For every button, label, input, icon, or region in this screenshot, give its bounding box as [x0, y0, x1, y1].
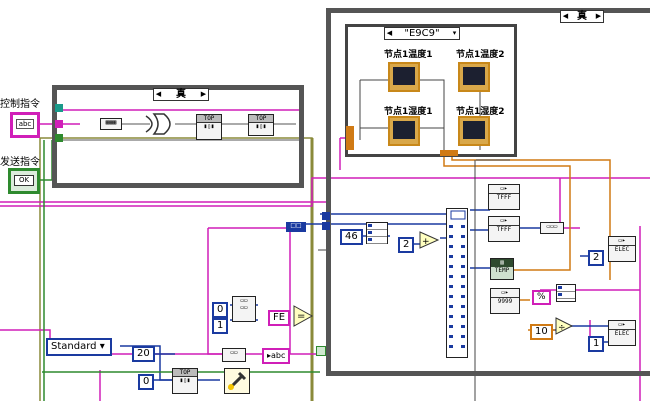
dropdown-arrow-icon[interactable]: ▾ — [452, 29, 457, 37]
build-array-node[interactable] — [366, 222, 388, 244]
format-node-2-text: TFFF — [496, 226, 512, 233]
array-index-node[interactable]: □□ — [286, 222, 306, 232]
inner-case-selector[interactable]: ◀ "E9C9" ▾ — [384, 27, 460, 40]
chart-label-bl: 节点1湿度1 — [384, 107, 433, 117]
error-handler-icon[interactable] — [224, 368, 250, 394]
chart-label-tr: 节点1温度2 — [456, 50, 505, 60]
control-command-label: 控制指令 — [0, 99, 40, 110]
waveform-chart-bl[interactable] — [388, 116, 420, 146]
bottom-tunnels — [440, 150, 458, 156]
format-node-1-text: TFFF — [496, 194, 512, 201]
const-20[interactable]: 20 — [132, 346, 155, 362]
right-case-value: 真 — [577, 11, 587, 22]
bool-tunnel — [316, 346, 326, 356]
divide-node-icon[interactable]: ÷ — [554, 316, 574, 336]
prev-case-icon[interactable]: ◀ — [155, 90, 162, 98]
string-indicator: ▸abc — [262, 348, 291, 364]
dropdown-arrow-icon[interactable]: ▾ — [99, 341, 105, 352]
format-node-3-text: 9999 — [497, 298, 513, 305]
tunnel-1 — [55, 104, 63, 112]
const-fe[interactable]: FE — [268, 310, 291, 326]
standard-enum-value: Standard — [51, 341, 97, 352]
build-array-node-2[interactable] — [556, 284, 576, 302]
orange-tunnels — [346, 126, 354, 150]
string-to-bytes-node[interactable]: ▦▦▦ — [100, 118, 122, 130]
left-case-structure[interactable] — [52, 85, 304, 188]
next-case-icon[interactable]: ▶ — [200, 90, 207, 98]
bitwise-gate-icon[interactable] — [142, 110, 178, 138]
index-array-node[interactable] — [446, 208, 468, 358]
add-node-icon[interactable]: + — [418, 230, 440, 250]
const-percent[interactable]: % — [532, 290, 551, 305]
format-node-1[interactable]: ▭▸TFFF — [488, 184, 520, 210]
tunnel-2 — [55, 120, 63, 128]
prev-case-icon[interactable]: ◀ — [562, 12, 569, 20]
split-string-node[interactable]: ▭▭▭▭ — [232, 296, 256, 322]
concat-node-2[interactable]: ▭▭▭ — [540, 222, 564, 234]
left-case-selector[interactable]: ◀ 真 ▶ — [153, 88, 209, 101]
send-command-terminal[interactable]: OK — [8, 168, 40, 194]
elec-node-1[interactable]: ▭▸ELEC — [608, 236, 636, 262]
const-2-a[interactable]: 2 — [398, 237, 415, 253]
waveform-chart-br[interactable] — [458, 116, 490, 146]
right-case-selector[interactable]: ◀ 真 ▶ — [560, 10, 604, 23]
int-tunnel-a — [322, 212, 330, 220]
const-0-b[interactable]: 0 — [138, 374, 155, 390]
temp-display-text: TEMP — [494, 267, 510, 274]
visa-configure-node[interactable]: TOP▮▯▮ — [172, 368, 198, 394]
standard-enum[interactable]: Standard ▾ — [46, 338, 112, 356]
waveform-chart-tr[interactable] — [458, 62, 490, 92]
format-node-3[interactable]: ▭▸9999 — [490, 288, 520, 314]
send-command-type: OK — [14, 175, 34, 186]
control-command-type: abc — [16, 119, 34, 129]
const-10[interactable]: 10 — [530, 324, 553, 340]
visa-read-node[interactable]: TOP▮▯▮ — [248, 114, 274, 136]
concat-node[interactable]: ▭▭ — [222, 348, 246, 362]
const-2-b[interactable]: 2 — [588, 250, 605, 266]
inner-case-structure[interactable] — [345, 24, 517, 157]
svg-text:=: = — [297, 311, 305, 322]
format-node-2[interactable]: ▭▸TFFF — [488, 216, 520, 242]
right-case-structure[interactable] — [326, 8, 650, 376]
const-1-b[interactable]: 1 — [588, 336, 605, 352]
left-case-wires — [62, 123, 300, 141]
send-command-label: 发送指令 — [0, 157, 40, 168]
const-0-a[interactable]: 0 — [212, 302, 229, 318]
int-tunnel-b — [322, 222, 330, 230]
waveform-chart-tl[interactable] — [388, 62, 420, 92]
tunnel-3 — [55, 134, 63, 142]
prev-case-icon[interactable]: ◀ — [386, 29, 393, 37]
visa-write-node[interactable]: TOP▮▯▮ — [196, 114, 222, 140]
string-indicator-type: abc — [271, 351, 286, 360]
left-case-value: 真 — [176, 89, 186, 100]
svg-text:+: + — [422, 237, 430, 247]
control-command-terminal[interactable]: abc — [10, 112, 40, 138]
next-case-icon[interactable]: ▶ — [595, 12, 602, 20]
chart-label-tl: 节点1温度1 — [384, 50, 433, 60]
elec-node-1-text: ELEC — [614, 246, 630, 253]
elec-node-2-text: ELEC — [614, 330, 630, 337]
equal-compare-icon[interactable]: = — [292, 304, 316, 328]
svg-text:÷: ÷ — [558, 323, 566, 333]
const-46[interactable]: 46 — [340, 229, 363, 245]
chart-label-br: 节点1湿度2 — [456, 107, 505, 117]
temp-display-node[interactable]: ▥TEMP — [490, 258, 514, 280]
elec-node-2[interactable]: ▭▸ELEC — [608, 320, 636, 346]
const-1-a[interactable]: 1 — [212, 318, 229, 334]
inner-case-value: "E9C9" — [404, 28, 440, 39]
